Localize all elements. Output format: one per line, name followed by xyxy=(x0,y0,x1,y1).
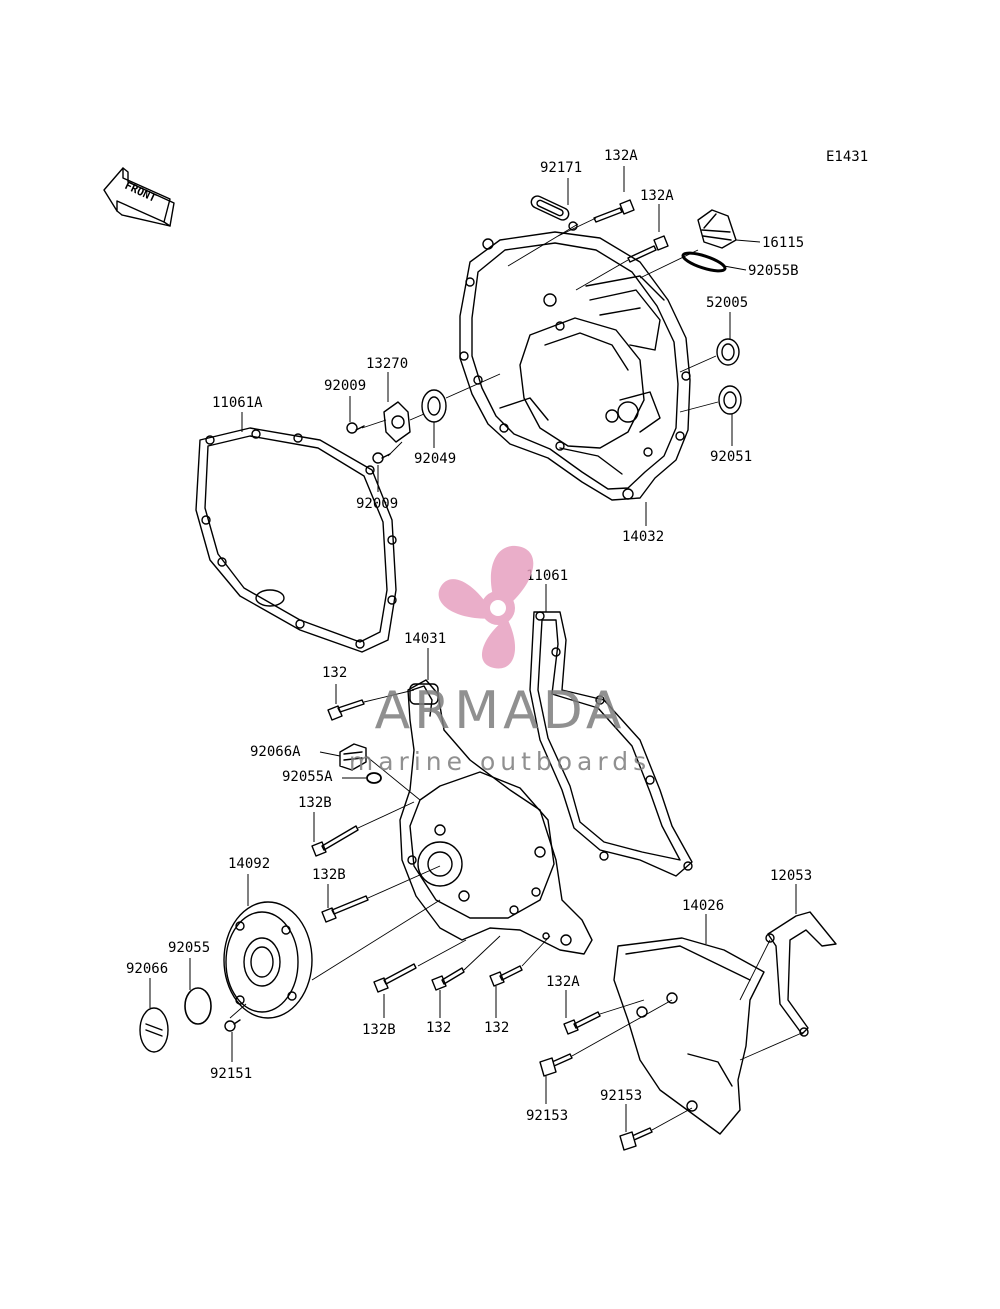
callout-132B-b: 132B xyxy=(312,867,346,883)
bolt-132A-top xyxy=(593,199,635,223)
callout-16115: 16115 xyxy=(762,235,804,251)
gasket-11061A xyxy=(195,427,397,653)
bolt-132B-a xyxy=(311,825,359,857)
bolt-132B-b xyxy=(321,895,369,923)
callout-92049: 92049 xyxy=(414,451,456,467)
callout-132B-a: 132B xyxy=(298,795,332,811)
figure-code: E1431 xyxy=(826,149,868,165)
bracket-12053 xyxy=(765,911,837,1037)
callout-92153-a: 92153 xyxy=(526,1108,568,1124)
callout-labels: 92171 132A 132A 16115 92055B 52005 92051… xyxy=(126,148,812,1124)
bolt-92153-b xyxy=(619,1127,653,1151)
bolt-132A-low xyxy=(563,1011,601,1035)
cap-92066 xyxy=(139,1007,169,1053)
callout-13270: 13270 xyxy=(366,356,408,372)
seal-52005 xyxy=(716,338,740,366)
o-ring-92055B xyxy=(681,251,727,273)
sprocket-cover-14026 xyxy=(613,937,765,1135)
callout-92055: 92055 xyxy=(168,940,210,956)
callout-132A-top: 132A xyxy=(604,148,638,164)
watermark-brand: ARMADA xyxy=(375,681,626,741)
bolt-132B-c xyxy=(373,963,417,993)
clip-92171 xyxy=(530,195,578,231)
callout-132A-low: 132A xyxy=(546,974,580,990)
callout-132-b: 132 xyxy=(426,1020,451,1036)
cover-14092 xyxy=(223,901,313,1019)
watermark: ARMADA marine outboards xyxy=(349,545,651,776)
seal-92051 xyxy=(718,385,742,415)
callout-92009-b: 92009 xyxy=(356,496,398,512)
leader-lines xyxy=(149,166,805,1132)
screw-92009-b xyxy=(372,452,391,464)
seal-92049 xyxy=(421,389,447,423)
plug-92066A xyxy=(339,743,367,771)
filler-cap-16115 xyxy=(697,209,737,249)
bolt-132A-mid xyxy=(627,235,669,263)
bolt-92153-a xyxy=(539,1053,573,1077)
front-arrow-icon: FRONT xyxy=(103,167,175,227)
callout-92009-a: 92009 xyxy=(324,378,366,394)
propeller-logo-icon xyxy=(438,545,534,669)
callout-14031: 14031 xyxy=(404,631,446,647)
callout-132A-mid: 132A xyxy=(640,188,674,204)
gasket-11061 xyxy=(529,611,693,877)
bolt-132-c xyxy=(489,965,523,987)
o-ring-92055A xyxy=(366,772,382,784)
watermark-tagline: marine outboards xyxy=(349,747,651,776)
callout-92051: 92051 xyxy=(710,449,752,465)
callout-14026: 14026 xyxy=(682,898,724,914)
callout-11061: 11061 xyxy=(526,568,568,584)
generator-cover-14031 xyxy=(399,679,593,955)
callout-12053: 12053 xyxy=(770,868,812,884)
bolt-132-b xyxy=(431,967,465,991)
callout-11061A: 11061A xyxy=(212,395,263,411)
o-ring-92055 xyxy=(184,987,212,1025)
callout-92151: 92151 xyxy=(210,1066,252,1082)
callout-92153-b: 92153 xyxy=(600,1088,642,1104)
callout-92055B: 92055B xyxy=(748,263,799,279)
callout-14092: 14092 xyxy=(228,856,270,872)
plate-13270 xyxy=(383,401,411,443)
screw-92009-a xyxy=(346,422,365,434)
callout-52005: 52005 xyxy=(706,295,748,311)
bolt-132-a xyxy=(327,699,365,721)
clutch-cover-14032 xyxy=(459,231,691,501)
callout-92055A: 92055A xyxy=(282,769,333,785)
callout-14032: 14032 xyxy=(622,529,664,545)
callout-92066A: 92066A xyxy=(250,744,301,760)
callout-132B-c: 132B xyxy=(362,1022,396,1038)
callout-132-a: 132 xyxy=(322,665,347,681)
screw-92151 xyxy=(224,1019,241,1032)
callout-92066: 92066 xyxy=(126,961,168,977)
callout-132-c: 132 xyxy=(484,1020,509,1036)
callout-92171: 92171 xyxy=(540,160,582,176)
